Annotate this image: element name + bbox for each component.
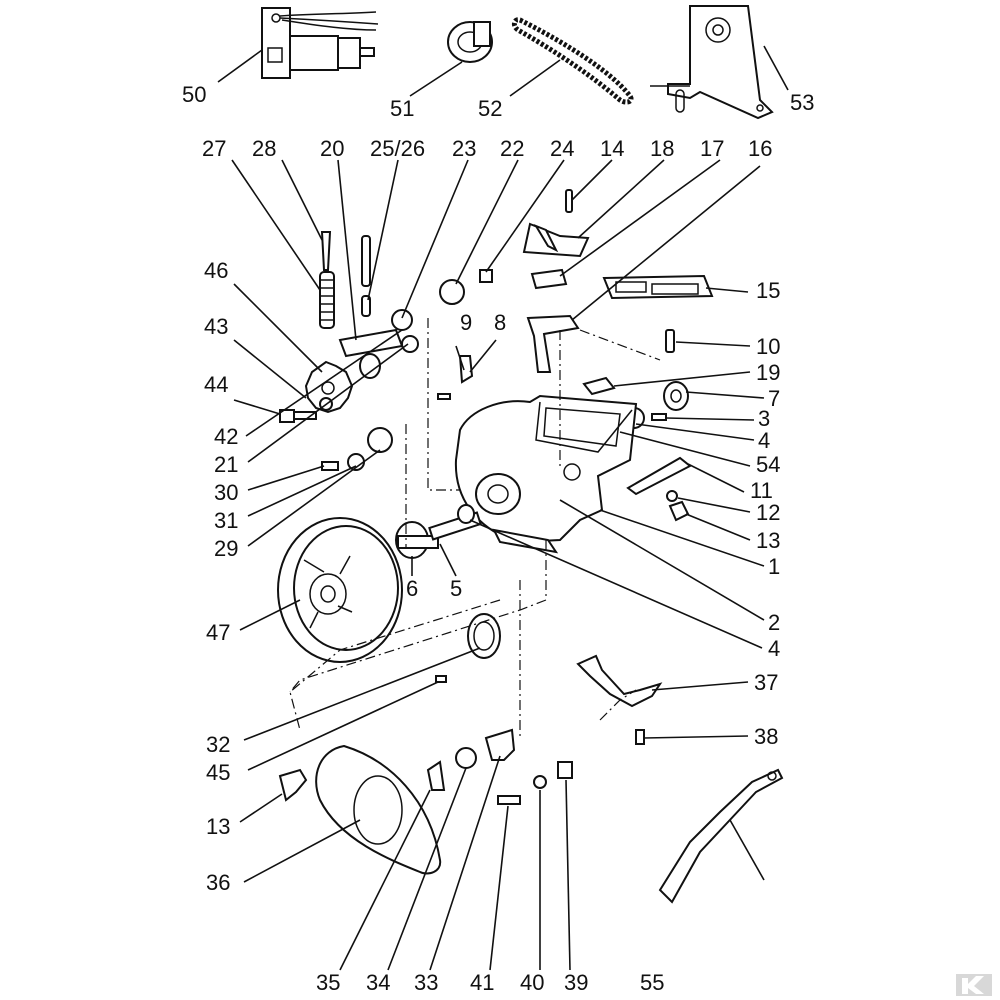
label-30: 30	[214, 480, 238, 505]
part-20-rod	[361, 235, 371, 317]
label-40: 40	[520, 970, 544, 995]
label-27: 27	[202, 136, 226, 161]
part-16-bracket	[526, 314, 580, 373]
label-25-26: 25/26	[370, 136, 425, 161]
label-46: 46	[204, 258, 228, 283]
part-36-cover	[315, 744, 442, 875]
callout-labels: 50 51 52 53 27 28 20 25/26 23 22 24 14 1…	[182, 82, 814, 995]
label-20: 20	[320, 136, 344, 161]
part-28-pin	[320, 231, 332, 271]
part-15-cover-plate	[602, 274, 714, 300]
label-34: 34	[366, 970, 390, 995]
label-9: 9	[460, 310, 472, 335]
label-21: 21	[214, 452, 238, 477]
label-23: 23	[452, 136, 476, 161]
part-27-spring	[319, 271, 335, 329]
label-28: 28	[252, 136, 276, 161]
label-6: 6	[406, 576, 418, 601]
part-38-screw	[635, 729, 645, 745]
label-4b: 4	[768, 636, 780, 661]
part-43-sprocket	[304, 360, 354, 414]
label-32: 32	[206, 732, 230, 757]
part-52-chain	[511, 17, 634, 105]
leader-lines	[217, 45, 789, 971]
part-32-disc	[467, 613, 501, 659]
part-12-13-wingnut	[666, 490, 690, 522]
label-14: 14	[600, 136, 624, 161]
label-7: 7	[768, 386, 780, 411]
part-30-31-screw-washer	[321, 427, 393, 471]
part-10-pin	[665, 329, 675, 353]
part-45-screw	[435, 675, 447, 683]
label-39: 39	[564, 970, 588, 995]
part-50-motor	[261, 7, 379, 79]
label-18: 18	[650, 136, 674, 161]
label-44: 44	[204, 372, 228, 397]
part-8-9-latch	[437, 355, 474, 400]
label-33: 33	[414, 970, 438, 995]
label-29: 29	[214, 536, 238, 561]
label-31: 31	[214, 508, 238, 533]
assembly-center-lines	[289, 318, 661, 740]
watermark-logo	[956, 974, 992, 996]
label-13a: 13	[756, 528, 780, 553]
label-15: 15	[756, 278, 780, 303]
label-50: 50	[182, 82, 206, 107]
part-1-housing	[454, 394, 638, 554]
label-54: 54	[756, 452, 780, 477]
label-38: 38	[754, 724, 778, 749]
label-5: 5	[450, 576, 462, 601]
label-42: 42	[214, 424, 238, 449]
part-51-sprocket	[447, 21, 493, 63]
part-55-handle	[658, 768, 784, 904]
label-51: 51	[390, 96, 414, 121]
label-1: 1	[768, 554, 780, 579]
part-17-plate	[530, 268, 568, 290]
label-22: 22	[500, 136, 524, 161]
label-10: 10	[756, 334, 780, 359]
label-35: 35	[316, 970, 340, 995]
label-53: 53	[790, 90, 814, 115]
label-12: 12	[756, 500, 780, 525]
label-11: 11	[750, 478, 773, 503]
label-45: 45	[206, 760, 230, 785]
label-8: 8	[494, 310, 506, 335]
label-43: 43	[204, 314, 228, 339]
part-13-wingnut-lower	[278, 768, 308, 802]
label-24: 24	[550, 136, 574, 161]
label-4a: 4	[758, 428, 770, 453]
part-11-lever	[626, 456, 692, 496]
label-41: 41	[470, 970, 494, 995]
label-2: 2	[768, 610, 780, 635]
label-3: 3	[758, 406, 770, 431]
part-47-pulley	[277, 517, 403, 663]
label-37: 37	[754, 670, 778, 695]
label-13b: 13	[206, 814, 230, 839]
label-19: 19	[756, 360, 780, 385]
part-5-6-shaft	[395, 504, 482, 559]
part-18-clamp	[522, 222, 590, 258]
part-53-bracket	[650, 5, 774, 120]
part-7-gear	[663, 381, 689, 411]
part-14-pin	[565, 189, 573, 213]
label-36: 36	[206, 870, 230, 895]
part-33-34-35-spring-parts	[426, 728, 516, 791]
part-19-block	[582, 376, 616, 396]
part-39-40-41-hardware	[497, 761, 573, 805]
label-47: 47	[206, 620, 230, 645]
label-52: 52	[478, 96, 502, 121]
label-55: 55	[640, 970, 664, 995]
label-16: 16	[748, 136, 772, 161]
label-17: 17	[700, 136, 724, 161]
spacers-21-42-23-24	[391, 269, 493, 353]
part-37-strap	[576, 654, 663, 708]
